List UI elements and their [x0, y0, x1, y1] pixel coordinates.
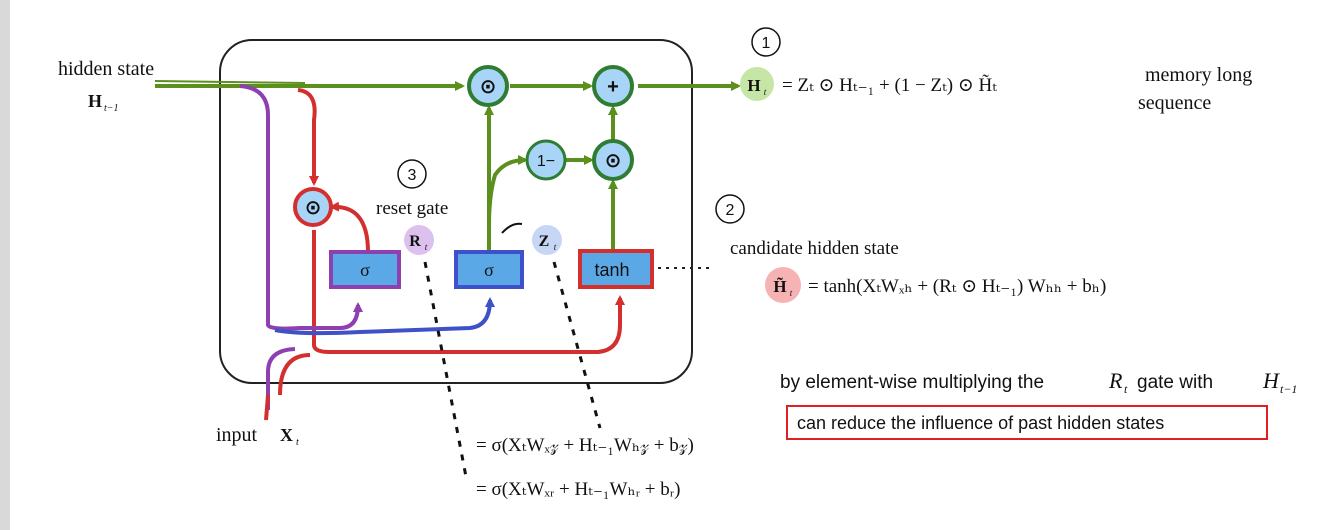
- reset-to-mult-wire: [329, 201, 370, 253]
- tanh-label: tanh: [594, 260, 629, 280]
- one-minus-node: 1−: [525, 139, 567, 181]
- hidden-state-wire-stroke: [154, 80, 306, 84]
- input-purple-wire: [266, 347, 296, 410]
- h-tilde-badge: H̃ t: [765, 267, 801, 303]
- reset-sigma-label: σ: [360, 260, 370, 280]
- one-minus-label: 1−: [537, 153, 555, 170]
- h-prev-to-reset-mult-wire: [297, 88, 319, 186]
- h-output-sub: t: [764, 87, 767, 97]
- tanh-box: tanh: [578, 249, 654, 289]
- to-update-gate-wire: [274, 297, 495, 336]
- h-prev-subscript: t−1: [104, 103, 119, 114]
- annotation-prefix: by element-wise multiplying the: [780, 372, 1044, 393]
- candidate-hidden-state-label: candidate hidden state: [730, 238, 899, 259]
- z-badge-sub: t: [554, 242, 557, 252]
- reset-gate-label: reset gate: [376, 198, 448, 219]
- hidden-state-label: hidden state: [58, 58, 154, 80]
- annotation-prefix-text: by element-wise multiplying the: [780, 372, 1044, 393]
- h-tilde-letter: H̃: [773, 276, 786, 296]
- r-to-equation-dashes: [423, 261, 469, 483]
- z-gate-equation: = σ(XₜWₓ𝓏 + Hₜ₋₁Wₕ𝓏 + b𝓏): [476, 435, 694, 456]
- marker-3: 3: [397, 159, 427, 189]
- r-gate-equation: = σ(XₜWₓᵣ + Hₜ₋₁Wₕᵣ + bᵣ): [476, 479, 680, 500]
- top-multiply-node: ⊙: [467, 65, 509, 107]
- annotation-line: by element-wise multiplying the R t gate…: [780, 368, 1297, 396]
- update-sigma-label: σ: [484, 260, 494, 280]
- reset-mult-to-tanh-wire: [312, 230, 625, 354]
- memory-long-label: memory long: [1145, 64, 1252, 86]
- annotation-middle: gate with: [1137, 372, 1213, 393]
- marker-2: 2: [715, 194, 745, 224]
- reset-multiply-symbol: ⊙: [305, 197, 322, 219]
- update-gate-sigma-box: σ: [454, 250, 524, 289]
- plus-node: +: [592, 65, 634, 107]
- r-badge-sub: t: [425, 242, 428, 252]
- z-to-one-minus-wire: [487, 155, 528, 226]
- z-badge-partial-circle: [501, 222, 523, 234]
- h-update-equation: = Zₜ ⊙ Hₜ₋₁ + (1 − Zₜ) ⊙ H̃ₜ: [782, 73, 997, 96]
- plus-symbol: +: [607, 76, 619, 98]
- input-stub-wire: [264, 394, 270, 421]
- annotation-r-sub: t: [1124, 382, 1128, 396]
- r-badge-letter: R: [409, 233, 421, 250]
- marker-2-label: 2: [726, 202, 735, 219]
- lower-multiply-symbol: ⊙: [605, 150, 622, 172]
- h-output-badge: H t: [740, 67, 774, 101]
- reset-gate-sigma-box: σ: [329, 250, 401, 289]
- left-margin-strip: [0, 0, 10, 530]
- annotation-box-text: can reduce the influence of past hidden …: [797, 413, 1164, 433]
- annotation-box: can reduce the influence of past hidden …: [786, 405, 1268, 440]
- reset-multiply-node: ⊙: [293, 187, 333, 227]
- annotation-h-sub: t−1: [1280, 382, 1297, 396]
- gru-cell-frame: [219, 39, 693, 384]
- candidate-equation: = tanh(XₜWₓₕ + (Rₜ ⊙ Hₜ₋₁) Wₕₕ + bₕ): [808, 276, 1106, 297]
- annotation-h-symbol: H: [1262, 368, 1280, 393]
- z-badge: Z t: [532, 225, 562, 255]
- h-prev-to-reset-gate-wire: [239, 84, 363, 331]
- top-multiply-symbol: ⊙: [480, 76, 497, 98]
- h-tilde-sub: t: [790, 288, 793, 298]
- lower-multiply-node: ⊙: [592, 139, 634, 181]
- input-to-tanh-wire: [278, 353, 311, 396]
- marker-1-label: 1: [762, 35, 771, 52]
- marker-3-label: 3: [408, 167, 417, 184]
- r-badge: R t: [404, 225, 434, 255]
- input-label: input: [216, 424, 258, 446]
- z-to-equation-dashes: [552, 261, 602, 429]
- input-x-label: X: [280, 425, 293, 445]
- input-x-subscript: t: [296, 437, 299, 448]
- marker-1: 1: [751, 27, 781, 57]
- z-badge-letter: Z: [539, 233, 550, 250]
- h-output-letter: H: [747, 76, 760, 95]
- h-prev-label: H: [88, 91, 102, 111]
- sequence-label: sequence: [1138, 92, 1211, 114]
- annotation-r-symbol: R: [1108, 368, 1123, 393]
